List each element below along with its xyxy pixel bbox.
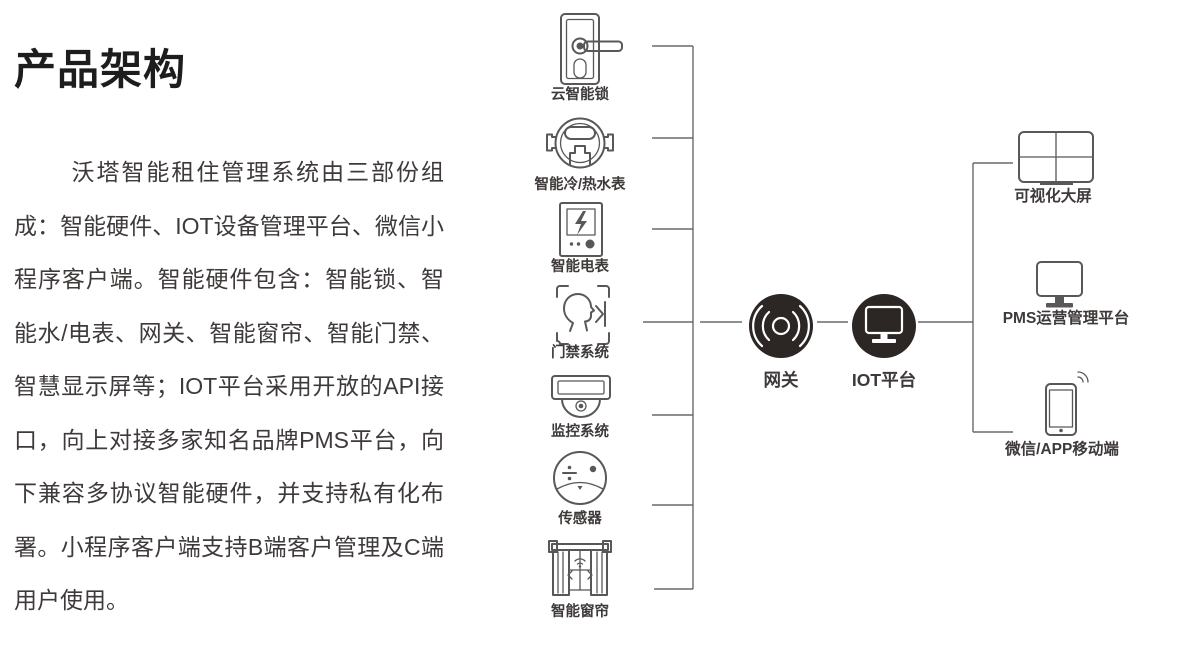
client-label: PMS运营管理平台 — [1003, 308, 1130, 327]
door-lock-icon — [560, 13, 623, 85]
face-access-icon — [556, 285, 610, 345]
water-meter-icon — [546, 117, 614, 169]
monitor-screen-icon — [852, 294, 916, 358]
electric-meter-icon — [559, 202, 603, 257]
device-label: 门禁系统 — [551, 343, 609, 361]
smart-curtain-icon — [548, 540, 612, 596]
client-label: 微信/APP移动端 — [1004, 439, 1119, 458]
gateway-label: 网关 — [764, 370, 799, 390]
device-label: 云智能锁 — [551, 85, 609, 103]
page-title: 产品架构 — [14, 46, 187, 93]
wireless-signal-icon — [749, 294, 813, 358]
smartphone-wifi-icon — [1045, 371, 1089, 436]
device-label: 智能电表 — [551, 257, 609, 275]
connector-lines — [643, 45, 1013, 590]
client-label: 可视化大屏 — [1014, 186, 1092, 205]
device-label: 智能冷/热水表 — [534, 175, 626, 193]
left-text-panel: 产品架构 — [14, 36, 452, 97]
device-label: 智能窗帘 — [551, 602, 609, 620]
video-wall-icon — [1018, 131, 1094, 185]
cctv-camera-icon — [551, 375, 611, 418]
desktop-monitor-icon — [1036, 261, 1083, 308]
iot-platform-label: IOT平台 — [852, 370, 916, 390]
device-label: 监控系统 — [551, 422, 609, 440]
device-label: 传感器 — [557, 509, 602, 527]
sensor-icon — [553, 451, 607, 505]
intro-paragraph: 沃塔智能租住管理系统由三部份组成：智能硬件、IOT设备管理平台、微信小程序客户端… — [14, 159, 444, 613]
